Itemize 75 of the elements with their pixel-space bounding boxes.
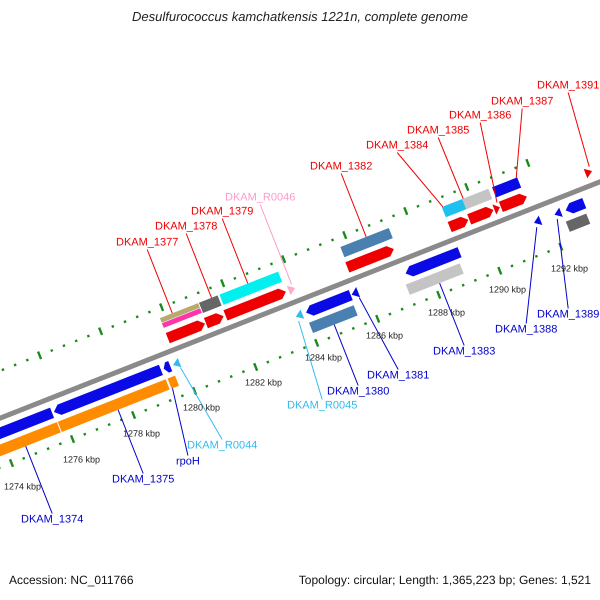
map-title: Desulfurococcus kamchatkensis 1221n, complete genome <box>130 9 469 24</box>
gene-bar <box>162 308 202 328</box>
gene-bar <box>442 199 466 218</box>
leader-line <box>340 173 367 238</box>
leader-line <box>172 388 188 456</box>
gene-label: DKAM_R0045 <box>287 400 358 412</box>
gene-triangle <box>352 287 360 298</box>
gene-triangle <box>286 286 296 296</box>
leader-line <box>298 320 323 400</box>
gene-label: DKAM_1385 <box>407 124 470 138</box>
gene-triangle <box>173 358 182 368</box>
gene-bar <box>166 320 205 344</box>
gene-bar <box>160 303 200 323</box>
gene-label: DKAM_1375 <box>112 474 174 486</box>
leader-line <box>396 152 444 208</box>
leader-line <box>118 409 144 474</box>
accession-text: Accession: NC_011766 <box>9 573 134 588</box>
scale-label: 1274 kbp <box>4 482 42 492</box>
gene-triangle <box>492 204 500 215</box>
gene-bar <box>498 194 527 212</box>
gene-bar <box>462 188 492 210</box>
leader-line <box>516 108 523 178</box>
gene-triangle <box>296 309 304 319</box>
gene-label: DKAM_1381 <box>367 370 430 382</box>
scale-label: 1280 kbp <box>183 402 220 414</box>
gene-label: DKAM_1383 <box>433 346 496 358</box>
scale-label: 1288 kbp <box>428 308 466 318</box>
gene-bar <box>54 364 163 415</box>
gene-bar <box>168 376 180 389</box>
gene-label: DKAM_1380 <box>327 386 390 398</box>
gene-bar <box>223 288 286 320</box>
leader-line <box>146 249 173 314</box>
scale-label: 1282 kbp <box>245 378 282 388</box>
leader-line <box>439 282 465 346</box>
gene-bar <box>566 214 590 232</box>
leader-line <box>334 324 359 386</box>
gene-label: DKAM_1382 <box>310 160 372 174</box>
gene-label: DKAM_1379 <box>191 206 254 218</box>
gene-triangle <box>554 208 563 217</box>
gene-label: DKAM_1384 <box>366 140 428 152</box>
gene-label: DKAM_1374 <box>21 514 84 526</box>
leader-line <box>568 92 590 168</box>
gene-label: DKAM_1386 <box>449 110 512 122</box>
leader-line <box>222 218 248 284</box>
leader-line <box>260 204 292 284</box>
leader-line <box>180 367 223 440</box>
leader-line <box>25 446 53 514</box>
gene-label: DKAM_1387 <box>491 96 554 108</box>
gene-bar <box>467 206 494 224</box>
gene-label: DKAM_1389 <box>537 308 600 322</box>
genome-stats: Topology: circular; Length: 1,365,223 bp; Genes: 1,521 <box>298 573 591 588</box>
leader-line <box>358 297 399 370</box>
gene-bar <box>164 361 172 373</box>
gene-label: DKAM_1378 <box>155 220 218 234</box>
gene-bar <box>345 246 394 272</box>
gene-bar <box>448 216 468 232</box>
gene-bar <box>306 290 353 316</box>
gene-bar <box>406 247 462 276</box>
gene-bar <box>198 295 222 313</box>
leader-line <box>438 137 464 200</box>
gene-bar <box>492 177 522 198</box>
gene-triangle <box>534 216 542 225</box>
scale-label: 1290 kbp <box>489 284 526 296</box>
gene-triangle <box>584 168 592 178</box>
gene-bar <box>219 272 282 305</box>
leader-line <box>526 226 538 324</box>
gene-label: DKAM_R0046 <box>225 192 296 204</box>
gene-label: DKAM_R0044 <box>187 440 258 452</box>
scale-label: 1276 kbp <box>63 454 100 466</box>
gene-label: DKAM_1377 <box>116 236 178 250</box>
gene-label: rpoH <box>176 456 200 468</box>
gene-label: DKAM_1391 <box>537 80 600 92</box>
gene-label: DKAM_1388 <box>495 324 558 336</box>
gene-bar <box>204 313 224 328</box>
gene-bar <box>566 198 586 214</box>
